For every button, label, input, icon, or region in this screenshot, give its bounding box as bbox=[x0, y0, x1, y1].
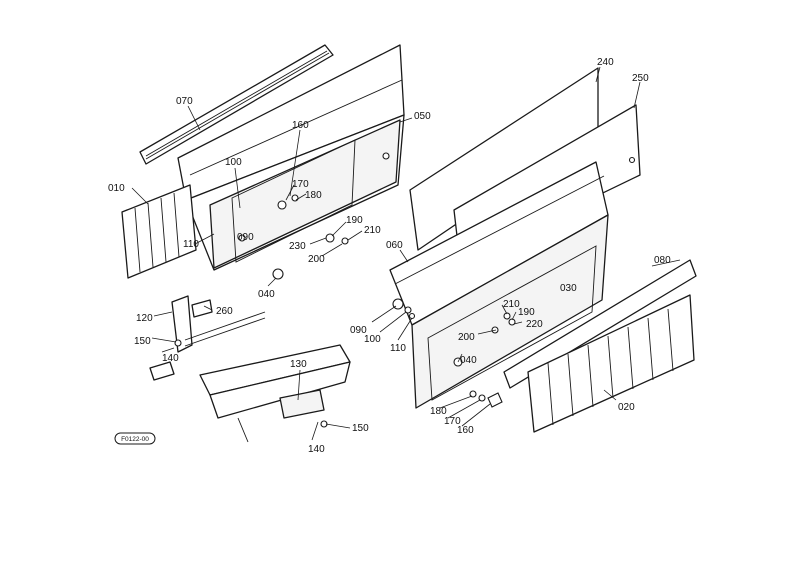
callout-190b: 190 bbox=[518, 307, 535, 318]
callout-040: 040 bbox=[258, 289, 275, 300]
callout-200b: 200 bbox=[458, 332, 475, 343]
callout-140: 140 bbox=[162, 353, 179, 364]
callout-140b: 140 bbox=[308, 444, 325, 455]
part-080-trim-strip bbox=[503, 259, 697, 389]
callout-160: 160 bbox=[292, 120, 309, 131]
callout-020: 020 bbox=[618, 402, 635, 413]
callout-230: 230 bbox=[289, 241, 306, 252]
callout-160b: 160 bbox=[457, 425, 474, 436]
part-050-left-panel bbox=[177, 44, 405, 271]
callout-100: 100 bbox=[225, 157, 242, 168]
callout-150: 150 bbox=[134, 336, 151, 347]
figure-reference-label: F0122-00 bbox=[121, 436, 149, 443]
callout-130: 130 bbox=[290, 359, 307, 370]
callout-260: 260 bbox=[216, 306, 233, 317]
hardware-group bbox=[174, 233, 516, 428]
callout-170b: 170 bbox=[444, 416, 461, 427]
callout-210: 210 bbox=[364, 225, 381, 236]
callout-150b: 150 bbox=[352, 423, 369, 434]
callout-090: 090 bbox=[237, 232, 254, 243]
callout-040b: 040 bbox=[460, 355, 477, 366]
callout-180: 180 bbox=[305, 190, 322, 201]
callout-170: 170 bbox=[292, 179, 309, 190]
callout-050: 050 bbox=[414, 111, 431, 122]
callout-110: 110 bbox=[183, 239, 199, 250]
callout-080: 080 bbox=[654, 255, 671, 266]
part-130-chassis-bracket bbox=[149, 344, 351, 443]
callout-100b: 100 bbox=[364, 334, 381, 345]
callout-110b: 110 bbox=[390, 343, 406, 354]
part-070-trim-strip bbox=[139, 44, 334, 165]
callout-labels: 070 050 160 100 170 180 010 090 110 190 … bbox=[108, 57, 671, 455]
callout-240: 240 bbox=[597, 57, 614, 68]
callout-090b: 090 bbox=[350, 325, 367, 336]
callout-250: 250 bbox=[632, 73, 649, 84]
part-020-right-flap bbox=[527, 294, 695, 433]
callout-060: 060 bbox=[386, 240, 403, 251]
callout-030: 030 bbox=[560, 283, 577, 294]
part-120-bracket bbox=[171, 295, 266, 353]
callout-010: 010 bbox=[108, 183, 125, 194]
part-010-left-flap bbox=[121, 184, 197, 279]
part-060-right-panel bbox=[389, 161, 609, 409]
callout-070: 070 bbox=[176, 96, 193, 107]
callout-220: 220 bbox=[526, 319, 543, 330]
callout-120: 120 bbox=[136, 313, 153, 324]
callout-180b: 180 bbox=[430, 406, 447, 417]
callout-200: 200 bbox=[308, 254, 325, 265]
callout-210b: 210 bbox=[503, 299, 520, 310]
figure-reference-badge: F0122-00 bbox=[114, 432, 156, 445]
leader-lines bbox=[131, 66, 681, 441]
callout-190: 190 bbox=[346, 215, 363, 226]
